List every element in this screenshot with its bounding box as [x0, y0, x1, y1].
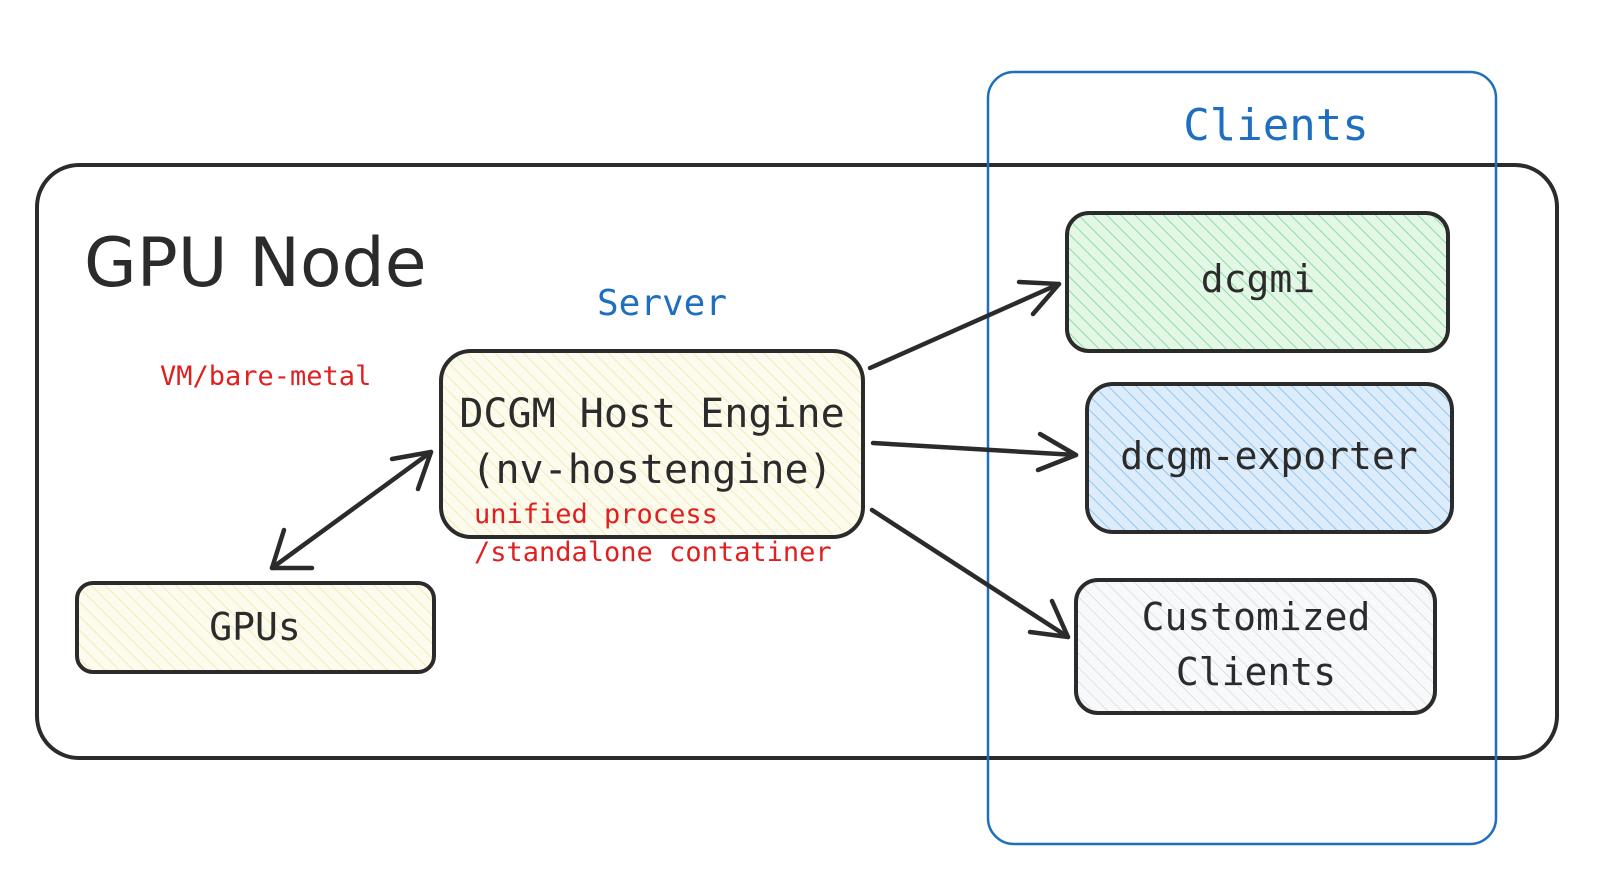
- gpu-engine-bidirectional-arrow: [269, 449, 434, 571]
- dcgmi-label: dcgmi: [1201, 257, 1315, 301]
- engine-to-customized-clients-arrow: [869, 507, 1071, 640]
- clients-frame: [986, 70, 1498, 846]
- host-engine-name: DCGM Host Engine: [459, 391, 844, 437]
- engine-to-dcgmi-arrow: [867, 279, 1062, 371]
- customized-clients-line2: Clients: [1176, 650, 1336, 694]
- dcgm-exporter-box: [1085, 382, 1454, 534]
- customized-clients-box: [1074, 578, 1437, 715]
- gpu-node-title: GPU Node: [84, 224, 427, 303]
- clients-title: Clients: [1183, 100, 1368, 151]
- gpu-node-container: [35, 163, 1559, 760]
- gpus-box: [75, 581, 436, 674]
- deployment-note-line1: unified process: [474, 499, 718, 530]
- customized-clients-line1: Customized: [1142, 595, 1371, 639]
- dcgmi-box: [1065, 211, 1450, 353]
- host-engine-box: [439, 349, 865, 539]
- server-label: Server: [597, 283, 727, 324]
- gpus-label: GPUs: [209, 605, 301, 649]
- dcgm-exporter-label: dcgm-exporter: [1120, 434, 1417, 478]
- engine-to-exporter-arrow: [870, 431, 1079, 473]
- environment-note: VM/bare-metal: [160, 361, 371, 392]
- host-engine-process: (nv-hostengine): [471, 447, 832, 493]
- deployment-note-line2: /standalone contatiner: [474, 537, 832, 568]
